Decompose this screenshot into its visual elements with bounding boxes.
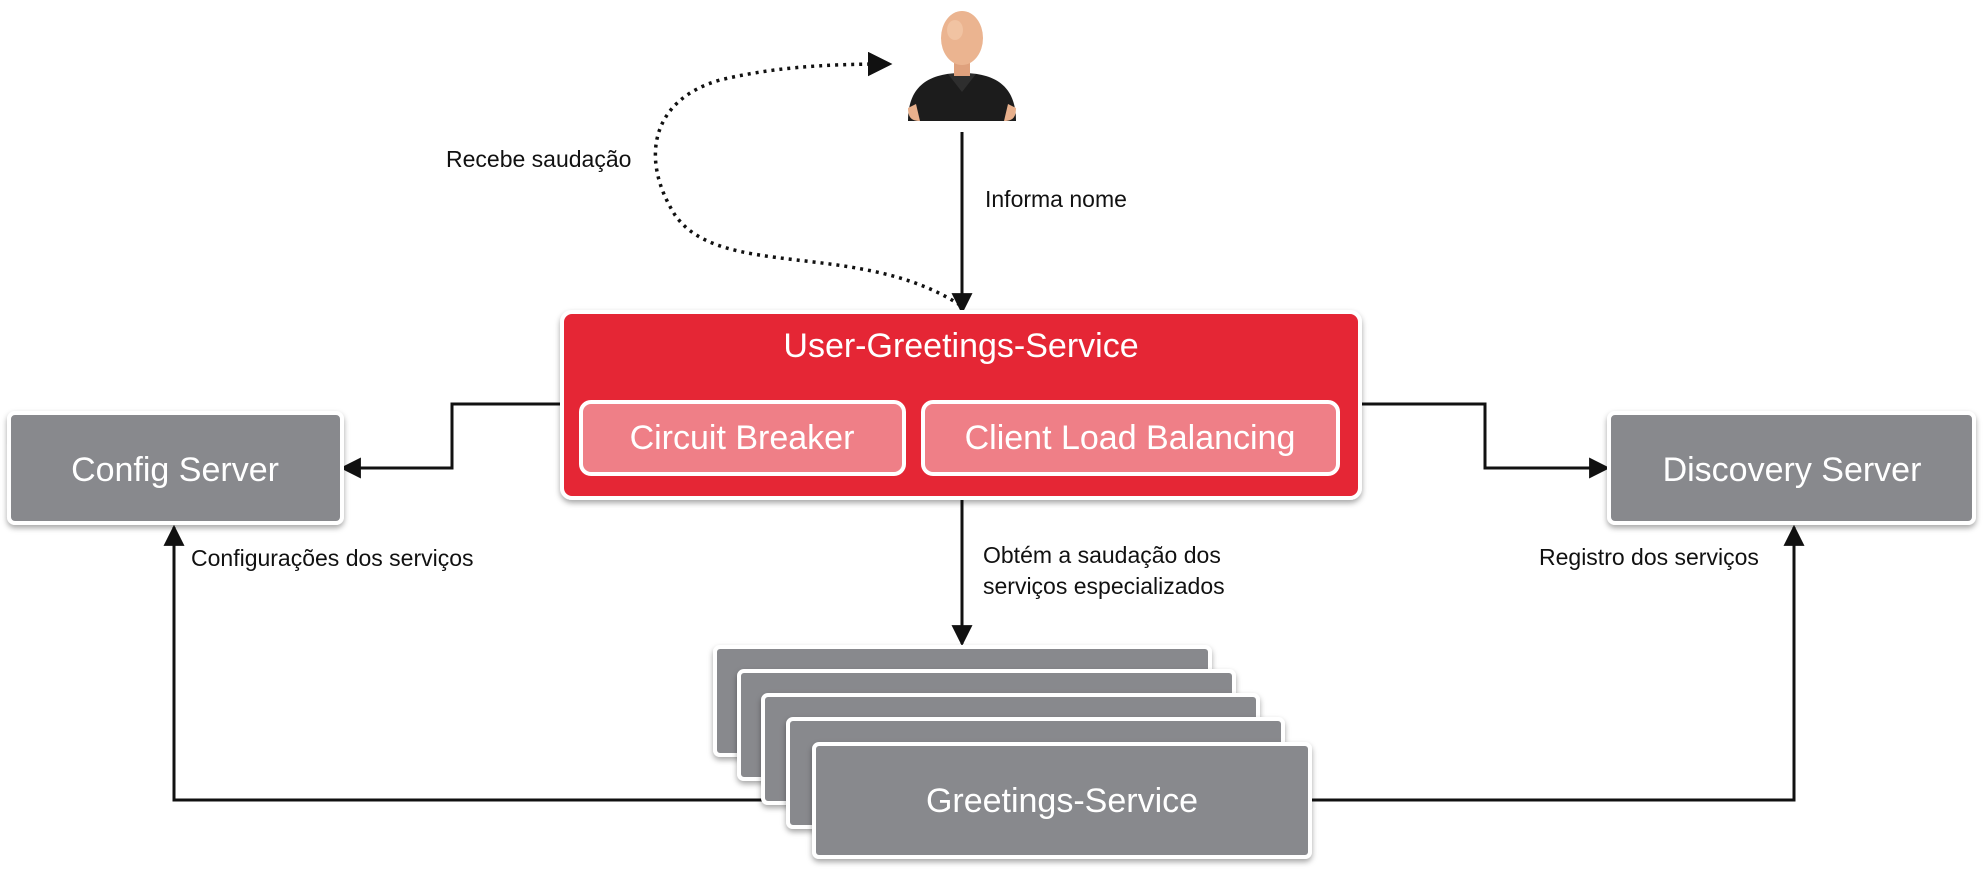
config-server: Config Server [7,411,344,525]
discovery-server-box [1607,411,1976,525]
config-server-label: Config Server [71,451,279,489]
user-greetings-service: User-Greetings-Service Circuit Breaker C… [560,310,1362,500]
config-server-box [7,411,344,525]
informs-name-label: Informa nome [985,186,1127,212]
circuit-breaker-box [579,400,906,476]
registry-label: Registro dos serviços [1539,544,1759,570]
discovery-server: Discovery Server [1607,411,1976,525]
config-label: Configurações dos serviços [191,545,474,571]
edge-main-to-discovery [1360,402,1611,479]
greetings-service-stack: Greetings-Service [713,645,1312,859]
edge-receives-greeting [653,51,961,307]
circuit-breaker-label: Circuit Breaker [630,419,855,457]
client-load-balancing-box [921,400,1340,476]
edge-main-to-config [339,402,562,479]
discovery-server-label: Discovery Server [1663,451,1922,489]
edge-greetings-to-discovery [1310,524,1805,802]
greetings-service-label: Greetings-Service [926,782,1198,820]
user-icon [908,11,1016,121]
greetings-service-box [812,742,1312,859]
user-greetings-service-title: User-Greetings-Service [783,327,1138,365]
edge-greetings-to-config [163,524,815,802]
obtains-greeting-label-line1: Obtém a saudação dos [983,542,1221,568]
obtains-greeting-label-line2: serviços especializados [983,573,1225,599]
client-load-balancing-label: Client Load Balancing [965,419,1296,457]
receives-greeting-label: Recebe saudação [446,146,631,172]
